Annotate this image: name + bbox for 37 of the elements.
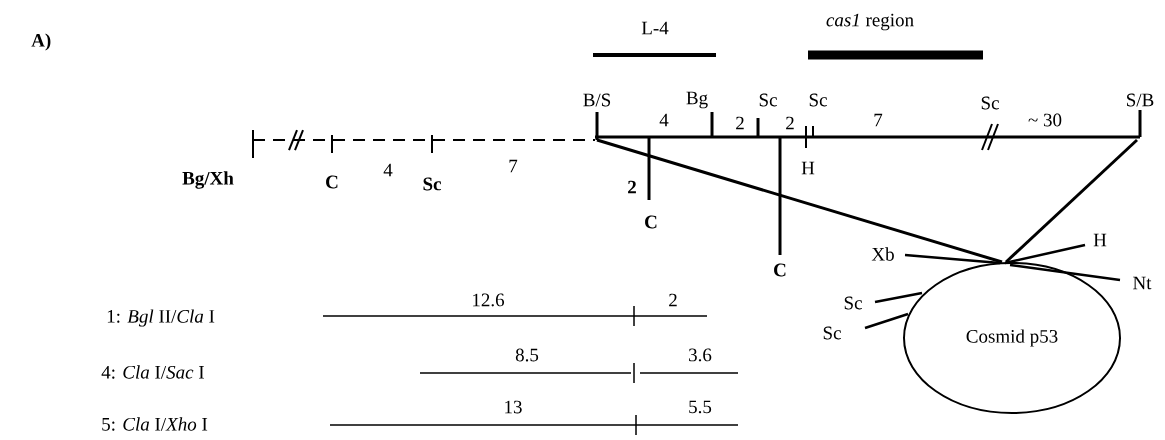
site-label: C — [774, 263, 786, 277]
site-label: Bg/Xh — [182, 171, 234, 189]
size-label: 5.5 — [689, 400, 712, 414]
site-label: C — [645, 215, 657, 229]
size-label: 7 — [509, 159, 518, 173]
digest-label: 5: Cla I/Xho I — [102, 417, 208, 431]
size-label: 12.6 — [473, 293, 505, 307]
size-label: 4 — [659, 113, 669, 127]
size-label: 4 — [383, 163, 393, 177]
size-label: ~ 30 — [1028, 113, 1062, 127]
size-label: 3.6 — [689, 348, 712, 362]
connector-line — [1005, 138, 1139, 264]
size-label: 2 — [669, 293, 677, 307]
connector-line — [596, 138, 1003, 264]
size-label: 8.5 — [515, 348, 539, 362]
site-label: Sc — [823, 326, 841, 340]
site-label: S/B — [1127, 93, 1154, 107]
size-label: 2 — [628, 180, 636, 194]
site-label: Bg — [686, 91, 708, 109]
site-label: Sc — [423, 177, 441, 191]
site-label: H — [801, 161, 815, 175]
site-label: Sc — [981, 96, 999, 110]
size-label: 13 — [505, 400, 522, 414]
site-label: Sc — [809, 93, 827, 107]
size-label: 2 — [736, 116, 744, 130]
site-label: Sc — [844, 296, 862, 310]
region-label: L-4 — [641, 21, 669, 35]
digest-label: 4: Cla I/Sac I — [101, 365, 204, 379]
site-label: C — [326, 175, 338, 189]
site-label: Sc — [759, 93, 777, 107]
site-label: B/S — [583, 93, 611, 107]
size-label: 2 — [786, 116, 794, 130]
panel-label: A) — [31, 33, 51, 51]
region-label: cas1 region — [826, 13, 914, 31]
site-label: Xb — [871, 247, 894, 261]
size-label: 7 — [874, 113, 883, 127]
digest-label: 1: Bgl II/Cla I — [107, 309, 215, 327]
